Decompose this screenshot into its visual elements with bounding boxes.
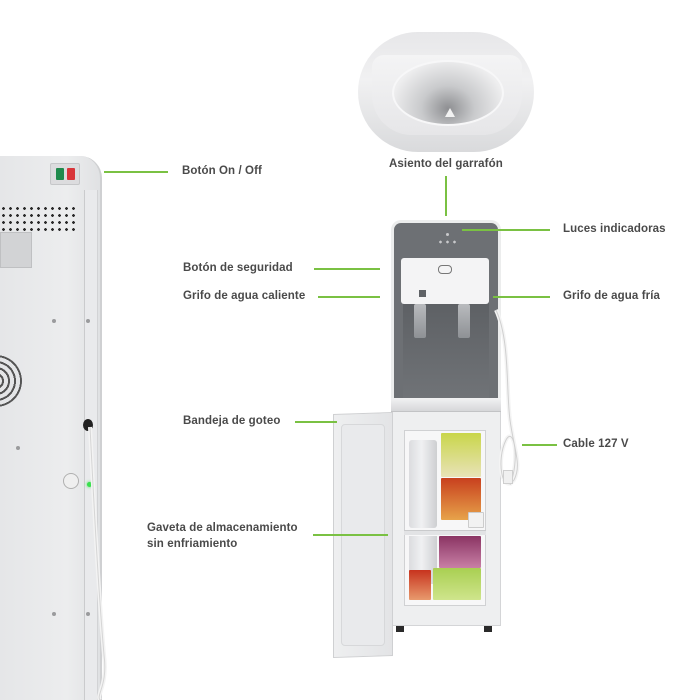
callout-line-power <box>104 171 168 173</box>
bottle-piercer-icon <box>445 108 455 117</box>
power-off-switch-icon <box>67 168 75 180</box>
foot <box>484 626 492 632</box>
label-cable: Cable 127 V <box>563 438 629 450</box>
cabinet-shelf <box>404 530 486 535</box>
power-cord-left <box>88 426 107 700</box>
label-storage-line2: sin enfriamiento <box>147 538 238 550</box>
callout-line-bottle-seat <box>445 176 447 216</box>
indicator-led-top <box>446 233 449 236</box>
power-on-switch-icon <box>56 168 64 180</box>
tea-box-lime <box>433 568 481 600</box>
power-cord-right <box>494 309 520 486</box>
tea-box-purple <box>439 536 481 568</box>
screw-icon <box>52 612 56 616</box>
ground-symbol-icon <box>63 473 79 489</box>
foot <box>396 626 404 632</box>
stacked-cups <box>409 440 437 528</box>
safety-button[interactable] <box>419 290 426 297</box>
screw-icon <box>52 319 56 323</box>
power-switch-panel <box>50 163 80 185</box>
label-storage-line1: Gaveta de almacenamiento <box>147 522 298 534</box>
label-drip-tray: Bandeja de goteo <box>183 415 281 427</box>
brand-logo-icon <box>438 265 452 274</box>
hot-water-tap[interactable] <box>414 304 426 338</box>
label-power-switch: Botón On / Off <box>182 165 262 177</box>
callout-line-safety-button <box>314 268 380 270</box>
cold-water-tap[interactable] <box>458 304 470 338</box>
screw-icon <box>16 446 20 450</box>
label-hot-tap: Grifo de agua caliente <box>183 290 306 302</box>
vent-grille <box>0 205 76 235</box>
power-plug <box>503 470 513 484</box>
callout-line-cold-tap <box>493 296 550 298</box>
screw-icon <box>86 319 90 323</box>
tea-box-green <box>441 433 481 477</box>
drip-tray[interactable] <box>391 398 501 412</box>
green-led-icon <box>87 482 92 487</box>
callout-line-hot-tap <box>318 296 380 298</box>
screw-icon <box>86 612 90 616</box>
label-indicator-lights: Luces indicadoras <box>563 223 666 235</box>
label-cold-tap: Grifo de agua fría <box>563 290 661 302</box>
spec-label-plate <box>0 232 32 268</box>
snack-packets <box>409 570 431 600</box>
indicator-lights-icon <box>437 240 457 244</box>
callout-line-cable <box>522 444 557 446</box>
compressor-fan-icon <box>0 355 22 407</box>
callout-line-indicator-lights <box>462 229 550 231</box>
callout-line-drip-tray <box>295 421 337 423</box>
cord-port <box>83 419 93 431</box>
sugar-packets <box>468 512 484 528</box>
callout-line-storage <box>313 534 388 536</box>
label-safety-button: Botón de seguridad <box>183 262 293 274</box>
label-bottle-seat: Asiento del garrafón <box>389 158 503 170</box>
